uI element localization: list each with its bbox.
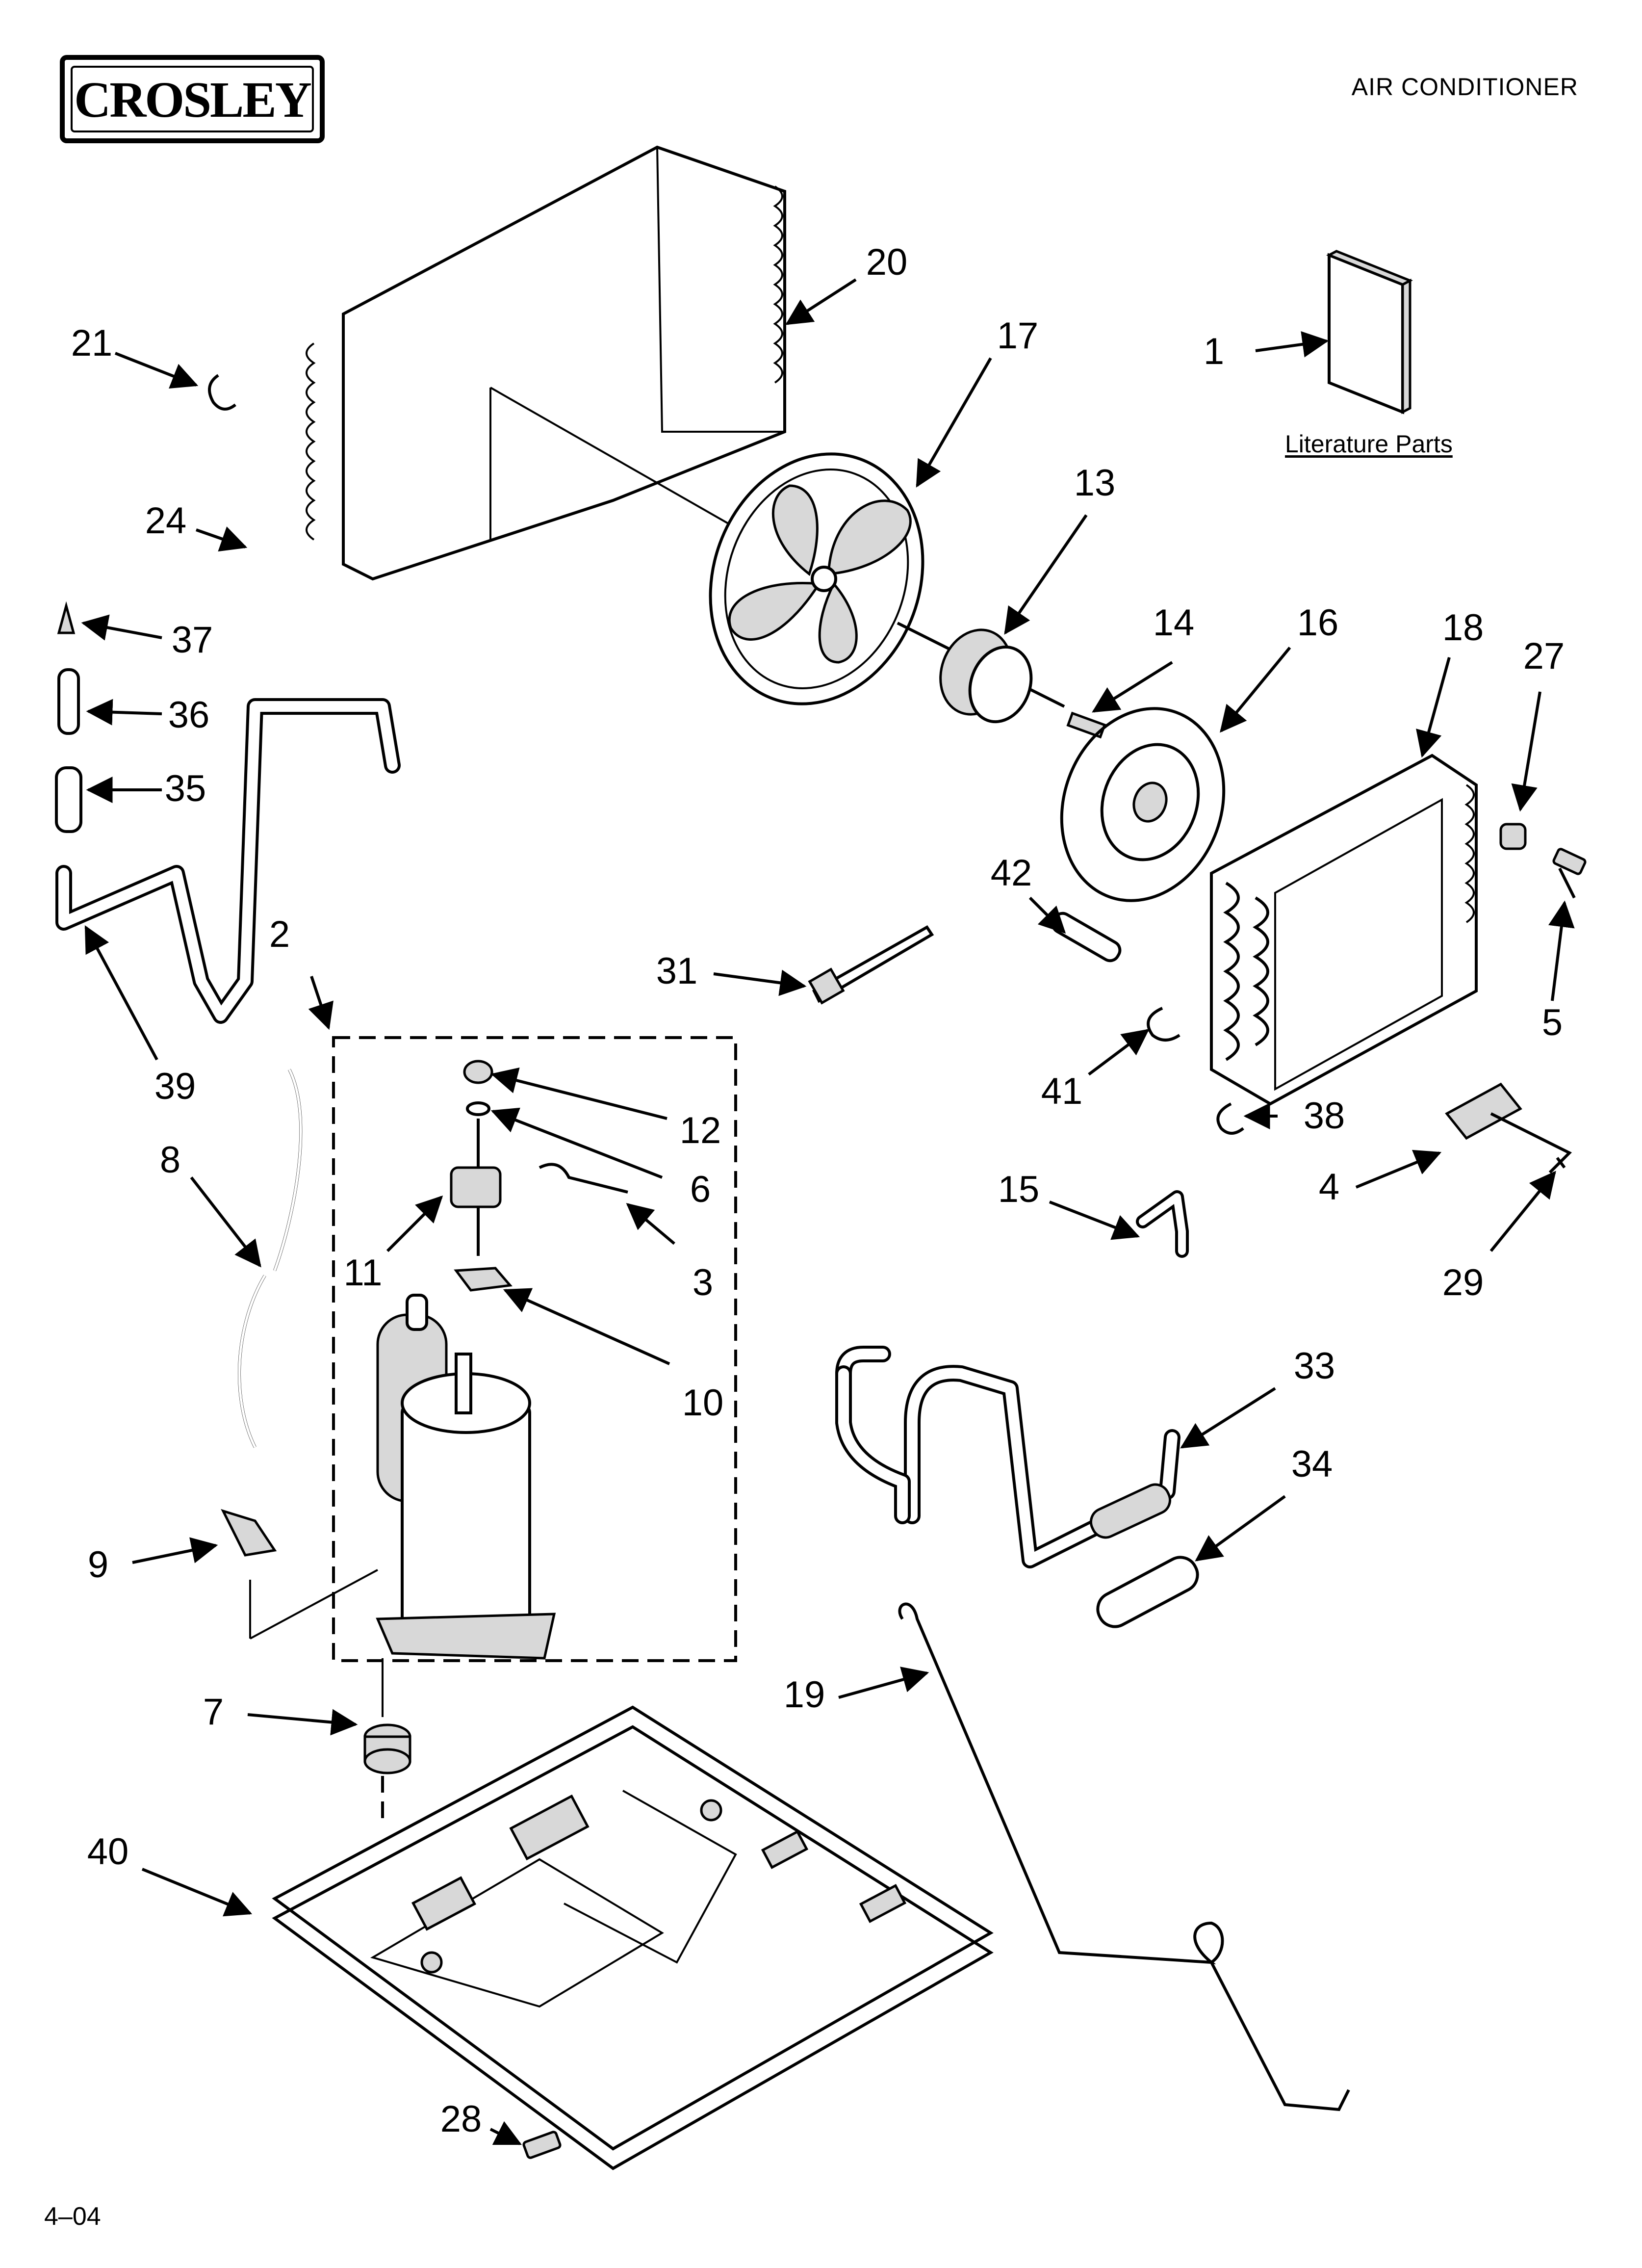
hose-clip-38 — [1216, 1102, 1244, 1135]
callout-18: 18 — [1442, 607, 1484, 649]
callout-12: 12 — [679, 1110, 721, 1151]
callout-5: 5 — [1541, 1002, 1563, 1043]
logo-inner-border — [71, 66, 314, 132]
brand-name: CROSLEY — [74, 72, 312, 128]
callout-2: 2 — [269, 913, 290, 955]
hose-clip-41 — [1147, 1007, 1180, 1042]
callout-19: 19 — [783, 1674, 825, 1716]
callout-6: 6 — [690, 1169, 711, 1210]
compressor-grommet — [363, 1723, 411, 1774]
tube-cap — [57, 601, 76, 634]
callout-38: 38 — [1303, 1095, 1345, 1137]
mounting-screw — [1552, 848, 1587, 899]
literature-booklet — [1326, 250, 1413, 415]
callout-9: 9 — [87, 1544, 109, 1586]
compressor — [376, 1294, 556, 1660]
callout-41: 41 — [1041, 1070, 1083, 1112]
fan-screw — [1066, 711, 1106, 739]
base-pan — [272, 1705, 994, 2170]
discharge-tube — [254, 548, 301, 626]
callout-14: 14 — [1153, 602, 1195, 644]
callout-31: 31 — [656, 950, 698, 992]
accumulator-tube — [1096, 1556, 1199, 1628]
callout-20: 20 — [866, 241, 908, 283]
drain-tube — [1051, 912, 1122, 963]
thermistor-bracket — [1445, 1082, 1522, 1140]
callout-4: 4 — [1318, 1166, 1340, 1208]
callout-35: 35 — [164, 768, 206, 809]
thermistor — [1490, 1112, 1572, 1174]
callout-21: 21 — [71, 322, 113, 364]
evaporator-coil — [1210, 754, 1478, 1106]
callout-36: 36 — [168, 694, 210, 736]
tube-clip — [208, 374, 236, 411]
callout-37: 37 — [171, 619, 213, 661]
revision-code: 4–04 — [44, 2202, 101, 2231]
blower-wheel — [1060, 707, 1226, 902]
wire-harness — [238, 1069, 303, 1448]
support-rod — [898, 1602, 1350, 2112]
callout-7: 7 — [203, 1691, 224, 1733]
condenser-coil — [306, 145, 786, 581]
liquid-tube — [904, 1365, 1180, 1568]
capillary-tube — [57, 668, 80, 735]
callout-24: 24 — [145, 500, 187, 542]
callout-42: 42 — [990, 852, 1032, 894]
compressor-hardware — [450, 1060, 628, 1292]
fan-motor — [897, 622, 1065, 724]
callout-34: 34 — [1291, 1443, 1333, 1485]
base-screw — [522, 2131, 562, 2159]
callout-40: 40 — [87, 1831, 129, 1873]
callout-17: 17 — [997, 315, 1039, 357]
literature-parts-label: Literature Parts — [1285, 430, 1453, 458]
callout-29: 29 — [1442, 1262, 1484, 1303]
callout-8: 8 — [159, 1139, 181, 1181]
callout-3: 3 — [692, 1262, 714, 1303]
callout-1: 1 — [1203, 331, 1225, 372]
callout-16: 16 — [1297, 602, 1339, 644]
callout-39: 39 — [154, 1066, 196, 1107]
callout-15: 15 — [998, 1169, 1040, 1210]
wire-bracket — [221, 1509, 277, 1557]
tube-connector — [55, 766, 82, 833]
drain-plug — [1499, 823, 1527, 850]
leader-lines — [81, 278, 1575, 2145]
suction-tube — [55, 698, 401, 1024]
callout-28: 28 — [440, 2098, 482, 2140]
condenser-fan-blade — [709, 452, 924, 705]
callout-27: 27 — [1523, 635, 1565, 677]
callout-11: 11 — [343, 1252, 383, 1294]
callout-33: 33 — [1293, 1345, 1335, 1387]
callout-13: 13 — [1074, 462, 1116, 504]
compressor-assembly-box — [332, 1036, 737, 1662]
cable-tie — [808, 925, 934, 1005]
callout-10: 10 — [682, 1382, 724, 1424]
brand-logo: CROSLEY — [60, 55, 325, 143]
page-title: AIR CONDITIONER — [1351, 73, 1578, 101]
